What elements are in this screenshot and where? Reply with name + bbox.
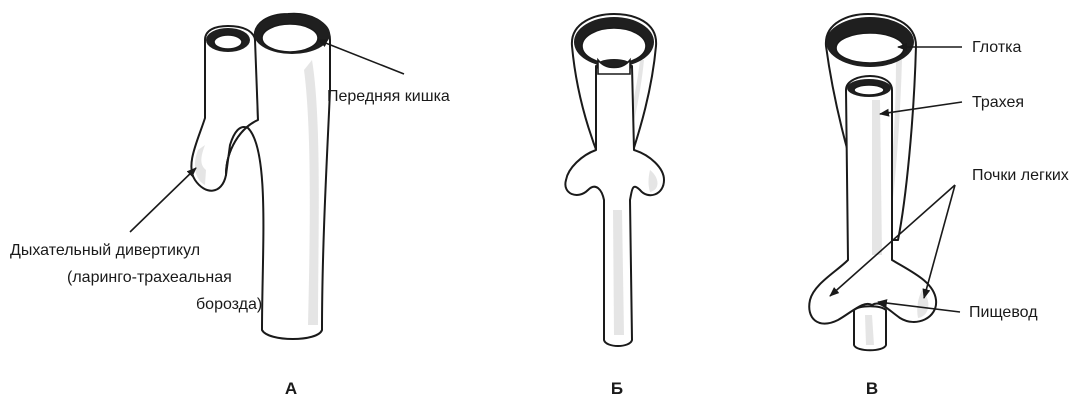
- panel-c-drawing: [809, 14, 936, 350]
- label-esophagus: Пищевод: [969, 304, 1038, 321]
- panel-a-diverticulum-pointer: [130, 168, 196, 232]
- label-diverticulum-line2: (ларинго-трахеальная: [67, 269, 232, 286]
- label-diverticulum-line1: Дыхательный дивертикул: [10, 242, 200, 259]
- label-pharynx: Глотка: [972, 39, 1022, 56]
- panel-letter-a: А: [285, 379, 297, 398]
- lung-buds-pointer-right: [924, 185, 955, 298]
- panel-a-drawing: [191, 14, 330, 339]
- label-lung-buds: Почки легких: [972, 167, 1069, 184]
- panel-letter-b: Б: [611, 379, 623, 398]
- panel-b-drawing: [565, 14, 664, 346]
- panel-letter-c: В: [866, 379, 878, 398]
- label-diverticulum-line3: борозда): [196, 296, 262, 313]
- label-trachea: Трахея: [972, 94, 1024, 111]
- label-foregut: Передняя кишка: [327, 88, 450, 105]
